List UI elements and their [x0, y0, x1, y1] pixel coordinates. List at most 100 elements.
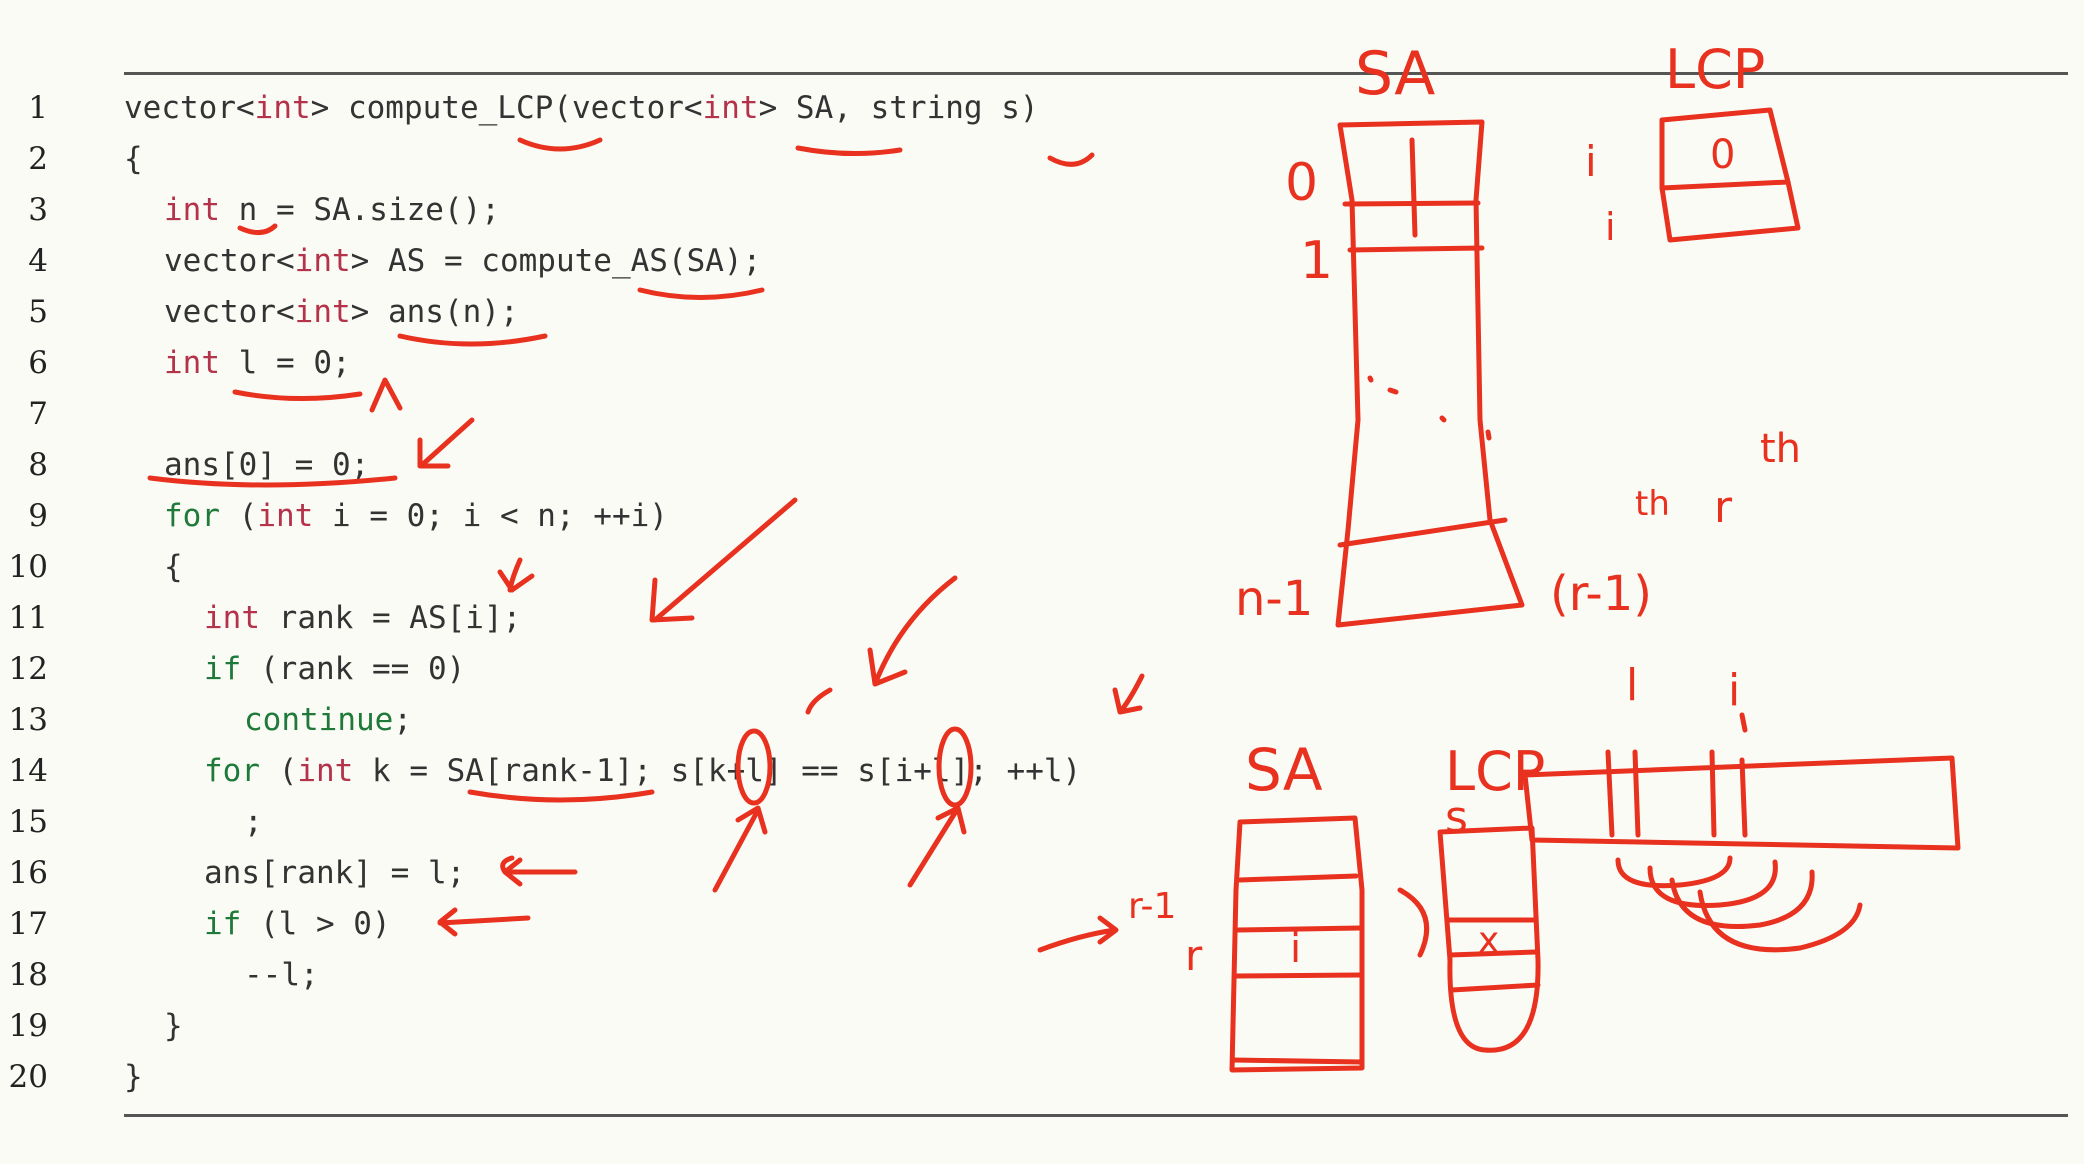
sa-top-column: [1335, 119, 1525, 628]
line-number: 6: [28, 345, 48, 381]
code-token: (: [220, 498, 258, 534]
strip-tick1: [1605, 749, 1615, 838]
sa-top-mark: [1409, 137, 1418, 238]
code-token: l = 0;: [220, 345, 351, 381]
caret-mark: [369, 377, 403, 413]
loop-arc2: [1647, 859, 1778, 909]
sa-bottom-row1: [1237, 873, 1359, 883]
label-1: 1: [1300, 231, 1333, 291]
underline-s-param: [1047, 152, 1095, 167]
sa-bottom-row3: [1233, 972, 1363, 979]
line-number: 9: [28, 498, 48, 534]
type-token: int: [257, 498, 314, 534]
arrow-to-loop: [649, 497, 798, 623]
arrow-up-k: [712, 805, 768, 893]
loop-arc3: [1669, 869, 1815, 930]
bracket: [1397, 887, 1430, 958]
label-s: s: [1445, 792, 1468, 843]
arrow-up-i: [907, 805, 967, 888]
code-text: {: [124, 134, 143, 185]
code-text: int n = SA.size();: [164, 185, 500, 236]
underline-n: [237, 223, 278, 235]
line-number: 2: [28, 141, 48, 177]
type-token: int: [164, 345, 220, 381]
keyword-token: continue: [244, 702, 394, 738]
line-number: 10: [8, 549, 48, 585]
label-0: 0: [1285, 153, 1318, 213]
code-text: vector<int> ans(n);: [164, 287, 519, 338]
arrow-to-condition: [867, 575, 958, 687]
line-number: 1: [28, 90, 48, 126]
line-number: 11: [8, 600, 48, 636]
lcp-top-box-lower: [1659, 179, 1801, 243]
keyword-token: if: [204, 651, 242, 687]
underline-ans0: [147, 475, 398, 488]
line-number: 13: [8, 702, 48, 738]
line-number: 4: [28, 243, 48, 279]
lcp-bottom-cell-x: x: [1478, 920, 1499, 961]
code-text: for (int k = SA[rank-1]; s[k+l] == s[i+l…: [204, 746, 1081, 797]
lcp-top-label: LCP: [1665, 38, 1765, 101]
sup-th-1: th: [1635, 484, 1670, 524]
code-token: vector<: [164, 243, 295, 279]
loop-arc4: [1697, 889, 1863, 953]
line-number: 8: [28, 447, 48, 483]
type-token: int: [294, 243, 351, 279]
strip-tick4: [1739, 757, 1748, 838]
underline-compute-as: [637, 287, 765, 300]
arrow-to-sa-row: [1037, 915, 1119, 953]
underline-sa-param: [795, 145, 903, 157]
type-token: int: [702, 90, 759, 126]
code-text: vector<int> AS = compute_AS(SA);: [164, 236, 761, 287]
line-number: 3: [28, 192, 48, 228]
code-token: n = SA.size();: [220, 192, 500, 228]
arrow-small-1: [805, 687, 833, 715]
code-text: for (int i = 0; i < n; ++i): [164, 491, 668, 542]
code-text: --l;: [244, 950, 319, 1001]
code-token: vector<: [164, 294, 295, 330]
arrow-small-rank: [497, 557, 535, 593]
code-text: vector<int> compute_LCP(vector<int> SA, …: [124, 83, 1039, 134]
code-token: > AS = compute_AS(SA);: [350, 243, 762, 279]
code-token: ;: [244, 804, 263, 840]
underline-sa-rank: [467, 789, 655, 803]
sa-top-dots: [1367, 375, 1492, 441]
sup-th-2: th: [1760, 426, 1801, 472]
type-token: int: [254, 90, 311, 126]
code-text: }: [124, 1052, 143, 1103]
circle-i: [936, 726, 974, 808]
code-text: {: [164, 542, 183, 593]
code-token: --l;: [244, 957, 319, 993]
keyword-token: if: [204, 906, 242, 942]
label-n-1: n-1: [1235, 571, 1313, 627]
sa-top-label: SA: [1355, 39, 1435, 109]
lcp-top-cell: 0: [1710, 132, 1735, 178]
line-number: 19: [8, 1008, 48, 1044]
line-number: 12: [8, 651, 48, 687]
label-r-1-bottom: r-1: [1128, 886, 1176, 927]
sa-top-row1: [1342, 200, 1481, 207]
string-strip: [1522, 755, 1961, 851]
sa-bottom-row2: [1235, 925, 1363, 933]
code-token: rank = AS[i];: [260, 600, 522, 636]
arrow-to-ans0: [417, 417, 475, 469]
code-text: int rank = AS[i];: [204, 593, 521, 644]
code-token: (: [260, 753, 298, 789]
code-token: (l > 0): [241, 906, 391, 942]
keyword-token: for: [164, 498, 220, 534]
code-text: if (rank == 0): [204, 644, 465, 695]
code-text: int l = 0;: [164, 338, 351, 389]
label-i-strip: i: [1728, 665, 1740, 716]
label-r: r: [1714, 482, 1733, 533]
label-i-top-2: i: [1605, 205, 1616, 249]
code-listing: 1 vector<int> compute_LCP(vector<int> SA,…: [8, 83, 1082, 1103]
code-token: (rank == 0): [241, 651, 466, 687]
code-text: if (l > 0): [204, 899, 391, 950]
line-number: 5: [28, 294, 48, 330]
code-token: vector<: [124, 90, 255, 126]
strip-tick2: [1632, 749, 1641, 838]
lcp-bottom-row3: [1449, 982, 1541, 993]
line-number: 7: [28, 396, 48, 432]
code-token: > SA, string s): [758, 90, 1039, 126]
